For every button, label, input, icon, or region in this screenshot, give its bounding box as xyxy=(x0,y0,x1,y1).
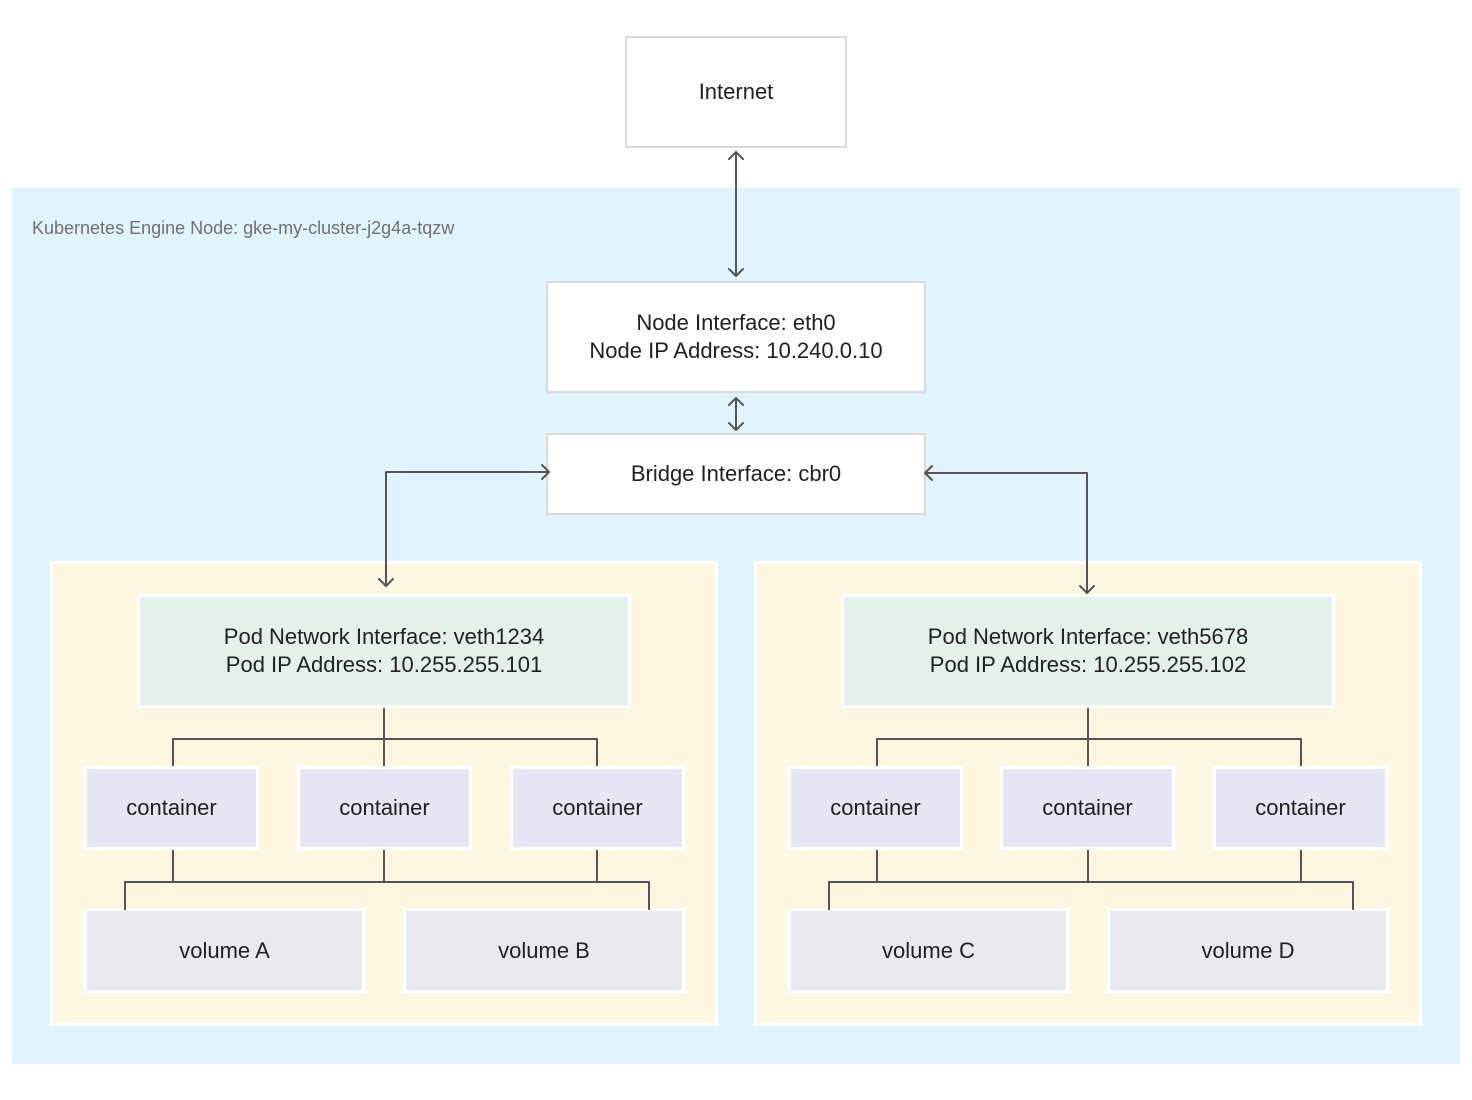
pod-1-volume-bus xyxy=(124,881,650,910)
pod-2-ip-address: Pod IP Address: 10.255.255.102 xyxy=(929,652,1247,677)
arrowhead-up-icon xyxy=(728,397,744,406)
internet-label: Internet xyxy=(698,79,774,104)
arrowhead-down-icon xyxy=(728,422,744,431)
pod-2-volume-bus xyxy=(828,881,1354,910)
arrowhead-up-icon xyxy=(728,151,744,160)
pod-1-ip-address: Pod IP Address: 10.255.255.101 xyxy=(225,652,543,677)
bridge-pod-2-connector xyxy=(924,472,1088,594)
pod-1-network-interface: Pod Network Interface: veth1234 Pod IP A… xyxy=(137,594,631,708)
pod-2-container-bus xyxy=(876,738,1302,766)
volume-label: volume D xyxy=(1201,937,1295,963)
pod-1-interface-name: Pod Network Interface: veth1234 xyxy=(223,624,545,649)
container-label: container xyxy=(552,795,643,820)
pod-1-volume-a: volume A xyxy=(84,908,365,993)
node-label: Kubernetes Engine Node: gke-my-cluster-j… xyxy=(32,218,455,238)
pod-2-container-2: container xyxy=(1000,766,1175,850)
volume-label: volume C xyxy=(882,937,975,963)
pod-2-volume-d: volume D xyxy=(1107,908,1389,993)
node-interface-box: Node Interface: eth0 Node IP Address: 10… xyxy=(546,281,926,393)
bridge-interface-label: Bridge Interface: cbr0 xyxy=(630,461,842,486)
pod-1-container-2: container xyxy=(297,766,472,850)
pod-1-container-3: container xyxy=(510,766,685,850)
arrowhead-down-icon xyxy=(728,268,744,277)
container-label: container xyxy=(830,795,921,820)
volume-label: volume A xyxy=(179,937,270,963)
bridge-interface-box: Bridge Interface: cbr0 xyxy=(546,433,926,515)
pod-2-container-1: container xyxy=(788,766,963,850)
pod-1-container-1: container xyxy=(84,766,259,850)
container-label: container xyxy=(126,795,217,820)
bridge-pod-1-connector xyxy=(385,471,550,587)
arrowhead-right-icon xyxy=(541,464,550,480)
pod-2-network-interface: Pod Network Interface: veth5678 Pod IP A… xyxy=(841,594,1335,708)
node-ip-address: Node IP Address: 10.240.0.10 xyxy=(589,338,883,363)
pod-1-volume-b: volume B xyxy=(403,908,685,993)
pod-2-volume-c: volume C xyxy=(788,908,1069,993)
arrowhead-down-icon xyxy=(378,578,394,587)
volume-label: volume B xyxy=(498,937,590,963)
pod-1-container-bus xyxy=(172,738,598,766)
pod-2-interface-name: Pod Network Interface: veth5678 xyxy=(927,624,1249,649)
container-label: container xyxy=(1042,795,1133,820)
pod-2-container-3: container xyxy=(1213,766,1388,850)
internet-box: Internet xyxy=(625,36,847,148)
arrowhead-left-icon xyxy=(924,465,933,481)
container-label: container xyxy=(1255,795,1346,820)
node-interface-name: Node Interface: eth0 xyxy=(636,310,836,335)
arrowhead-down-icon xyxy=(1079,585,1095,594)
container-label: container xyxy=(339,795,430,820)
